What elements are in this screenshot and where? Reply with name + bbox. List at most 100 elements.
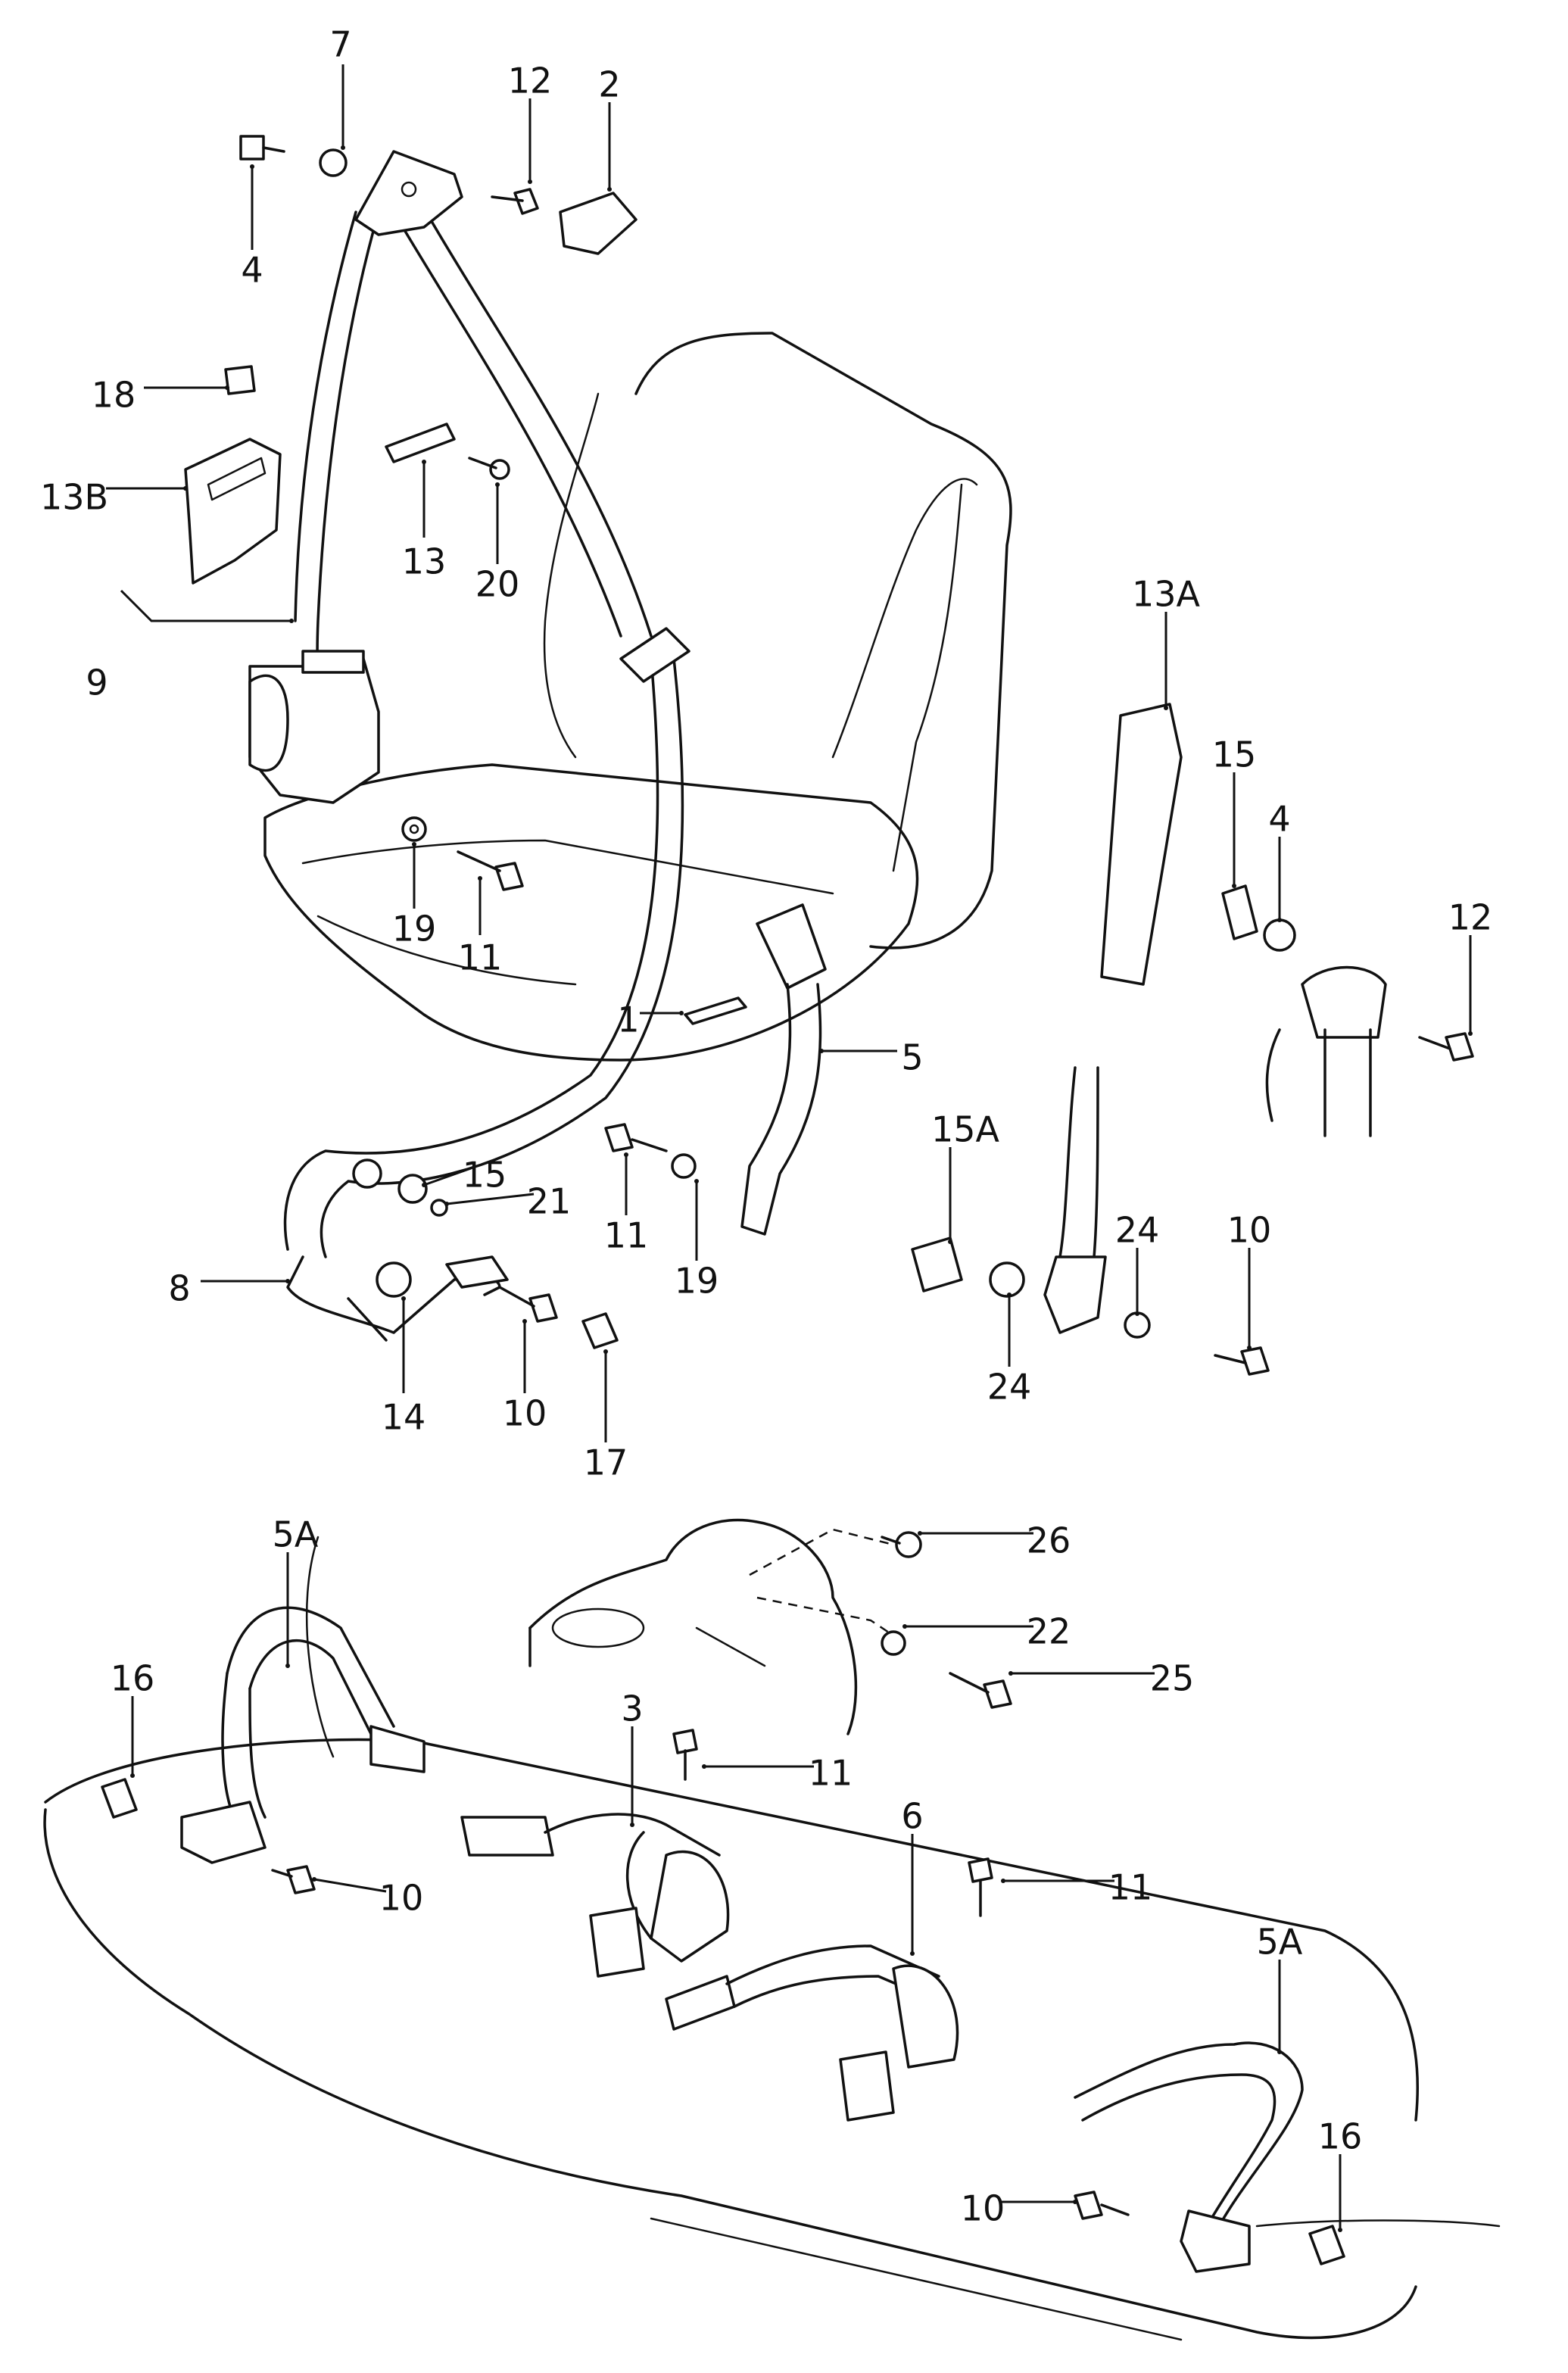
bolt-12-upper (491, 188, 539, 215)
callout-leader-line (313, 1878, 387, 1893)
callout-leader-end (1247, 1346, 1252, 1350)
callout-leader-line (446, 1193, 535, 1205)
callout: 22 (902, 1611, 1071, 1652)
callout-leader-end (1277, 918, 1282, 922)
part-number-label: 11 (604, 1215, 649, 1256)
part-number-label: 20 (475, 564, 520, 605)
callout-leader-end (522, 1319, 527, 1324)
part-number-label: 21 (527, 1181, 572, 1222)
parcel-shelf-outline (528, 1518, 894, 1735)
washer-19-upper (401, 816, 427, 842)
callout: 8 (168, 1268, 290, 1309)
callout-leader-end (918, 1531, 922, 1536)
belt-5a-right (1074, 2041, 1345, 2273)
bolt-11-upper (457, 850, 524, 891)
callout: 6 (901, 1796, 924, 1956)
bolt-21 (430, 1199, 448, 1217)
part-number-label: 13 (402, 541, 447, 582)
belt-5a-left (101, 1606, 426, 1894)
part-number-label: 11 (458, 937, 503, 978)
part-number-label: 2 (598, 64, 620, 105)
rear-anchor-detail (911, 1066, 1270, 1376)
buckle-5 (740, 903, 827, 1236)
nut-7 (319, 148, 348, 177)
part-number-label: 15A (931, 1109, 1000, 1150)
callout: 11 (1001, 1867, 1152, 1908)
callout-leader-line (120, 589, 291, 622)
part-number-label: 6 (901, 1796, 923, 1837)
buckle-group (604, 903, 827, 1236)
callout: 12 (508, 61, 552, 184)
callout-leader-end (341, 145, 345, 150)
callout-leader-end (702, 1764, 706, 1769)
callout-leader-end (624, 1152, 628, 1157)
part-number-label: 5A (1257, 1922, 1303, 1963)
part-number-label: 10 (503, 1393, 547, 1434)
part-number-label: 10 (1227, 1210, 1272, 1251)
bolt-11-rear-a (672, 1729, 698, 1781)
callout: 10 (1227, 1210, 1272, 1350)
seat-belt-webbing (283, 207, 690, 1258)
shelf-fasteners (881, 1531, 1012, 1709)
spacer-15-right (1221, 884, 1258, 940)
callout-leader-end (694, 1179, 699, 1183)
part-number-label: 4 (1268, 799, 1290, 840)
part-number-label: 3 (621, 1689, 643, 1729)
callout: 15A (931, 1109, 1000, 1244)
rail-13a (1100, 703, 1183, 986)
part-number-label: 5 (901, 1037, 923, 1078)
callout-leader-end (130, 1773, 135, 1778)
bolt-10-right-rear (1074, 2191, 1130, 2220)
callout-leader-end (679, 1011, 684, 1015)
washer-19-buckle (671, 1153, 697, 1179)
callout-leader-end (495, 482, 500, 487)
callout-leader-end (422, 1183, 426, 1187)
part-number-label: 22 (1027, 1611, 1071, 1652)
washer-22 (881, 1630, 906, 1656)
callout-leader-end (225, 385, 229, 390)
part-number-label: 7 (329, 24, 351, 65)
washer-24b (1124, 1311, 1151, 1339)
bolt-12-right (1418, 1032, 1474, 1062)
callout: 13A (1132, 574, 1201, 710)
callout: 20 (475, 482, 520, 605)
part-number-label: 1 (617, 999, 639, 1040)
callout: 10 (503, 1319, 547, 1434)
callout-leader-end (603, 1349, 608, 1354)
callout: 2 (598, 64, 621, 192)
callout-leader-line (423, 1167, 472, 1186)
part-number-label: 10 (379, 1878, 424, 1919)
part-number-label: 16 (1318, 2116, 1363, 2157)
callout: 5 (819, 1037, 924, 1078)
callout-leader-end (607, 187, 612, 192)
part-number-label: 9 (86, 663, 108, 703)
callout-leader-end (1468, 1031, 1473, 1036)
spacer-15-lower (397, 1174, 428, 1204)
callout: 1 (617, 999, 684, 1040)
spacer-16-left (101, 1778, 138, 1819)
callout: 10 (961, 2188, 1077, 2229)
callout-leader-end (444, 1202, 449, 1206)
part-number-label: 25 (1150, 1658, 1195, 1699)
part-number-label: 15 (1212, 734, 1257, 775)
callout: 18 (92, 375, 229, 416)
spacer-16-right (1308, 2225, 1345, 2265)
front-seat-outline (263, 332, 1012, 1062)
cover-13b (184, 438, 282, 585)
part-number-label: 24 (1115, 1210, 1160, 1251)
part-number-label: 26 (1027, 1520, 1071, 1561)
callout: 11 (604, 1152, 649, 1256)
callout-leader-end (1277, 2050, 1282, 2054)
part-number-label: 19 (675, 1261, 719, 1302)
callout-leader-end (478, 876, 482, 881)
bolt-20 (468, 457, 510, 480)
callout: 15 (422, 1155, 507, 1196)
callout-leader-end (819, 1049, 824, 1053)
callout-leader-end (285, 1279, 290, 1283)
callout-leader-end (902, 1624, 907, 1629)
part-number-label: 17 (584, 1442, 628, 1483)
part-number-label: 8 (168, 1268, 190, 1309)
bolt-25 (949, 1672, 1012, 1709)
part-number-label: 11 (809, 1753, 853, 1794)
